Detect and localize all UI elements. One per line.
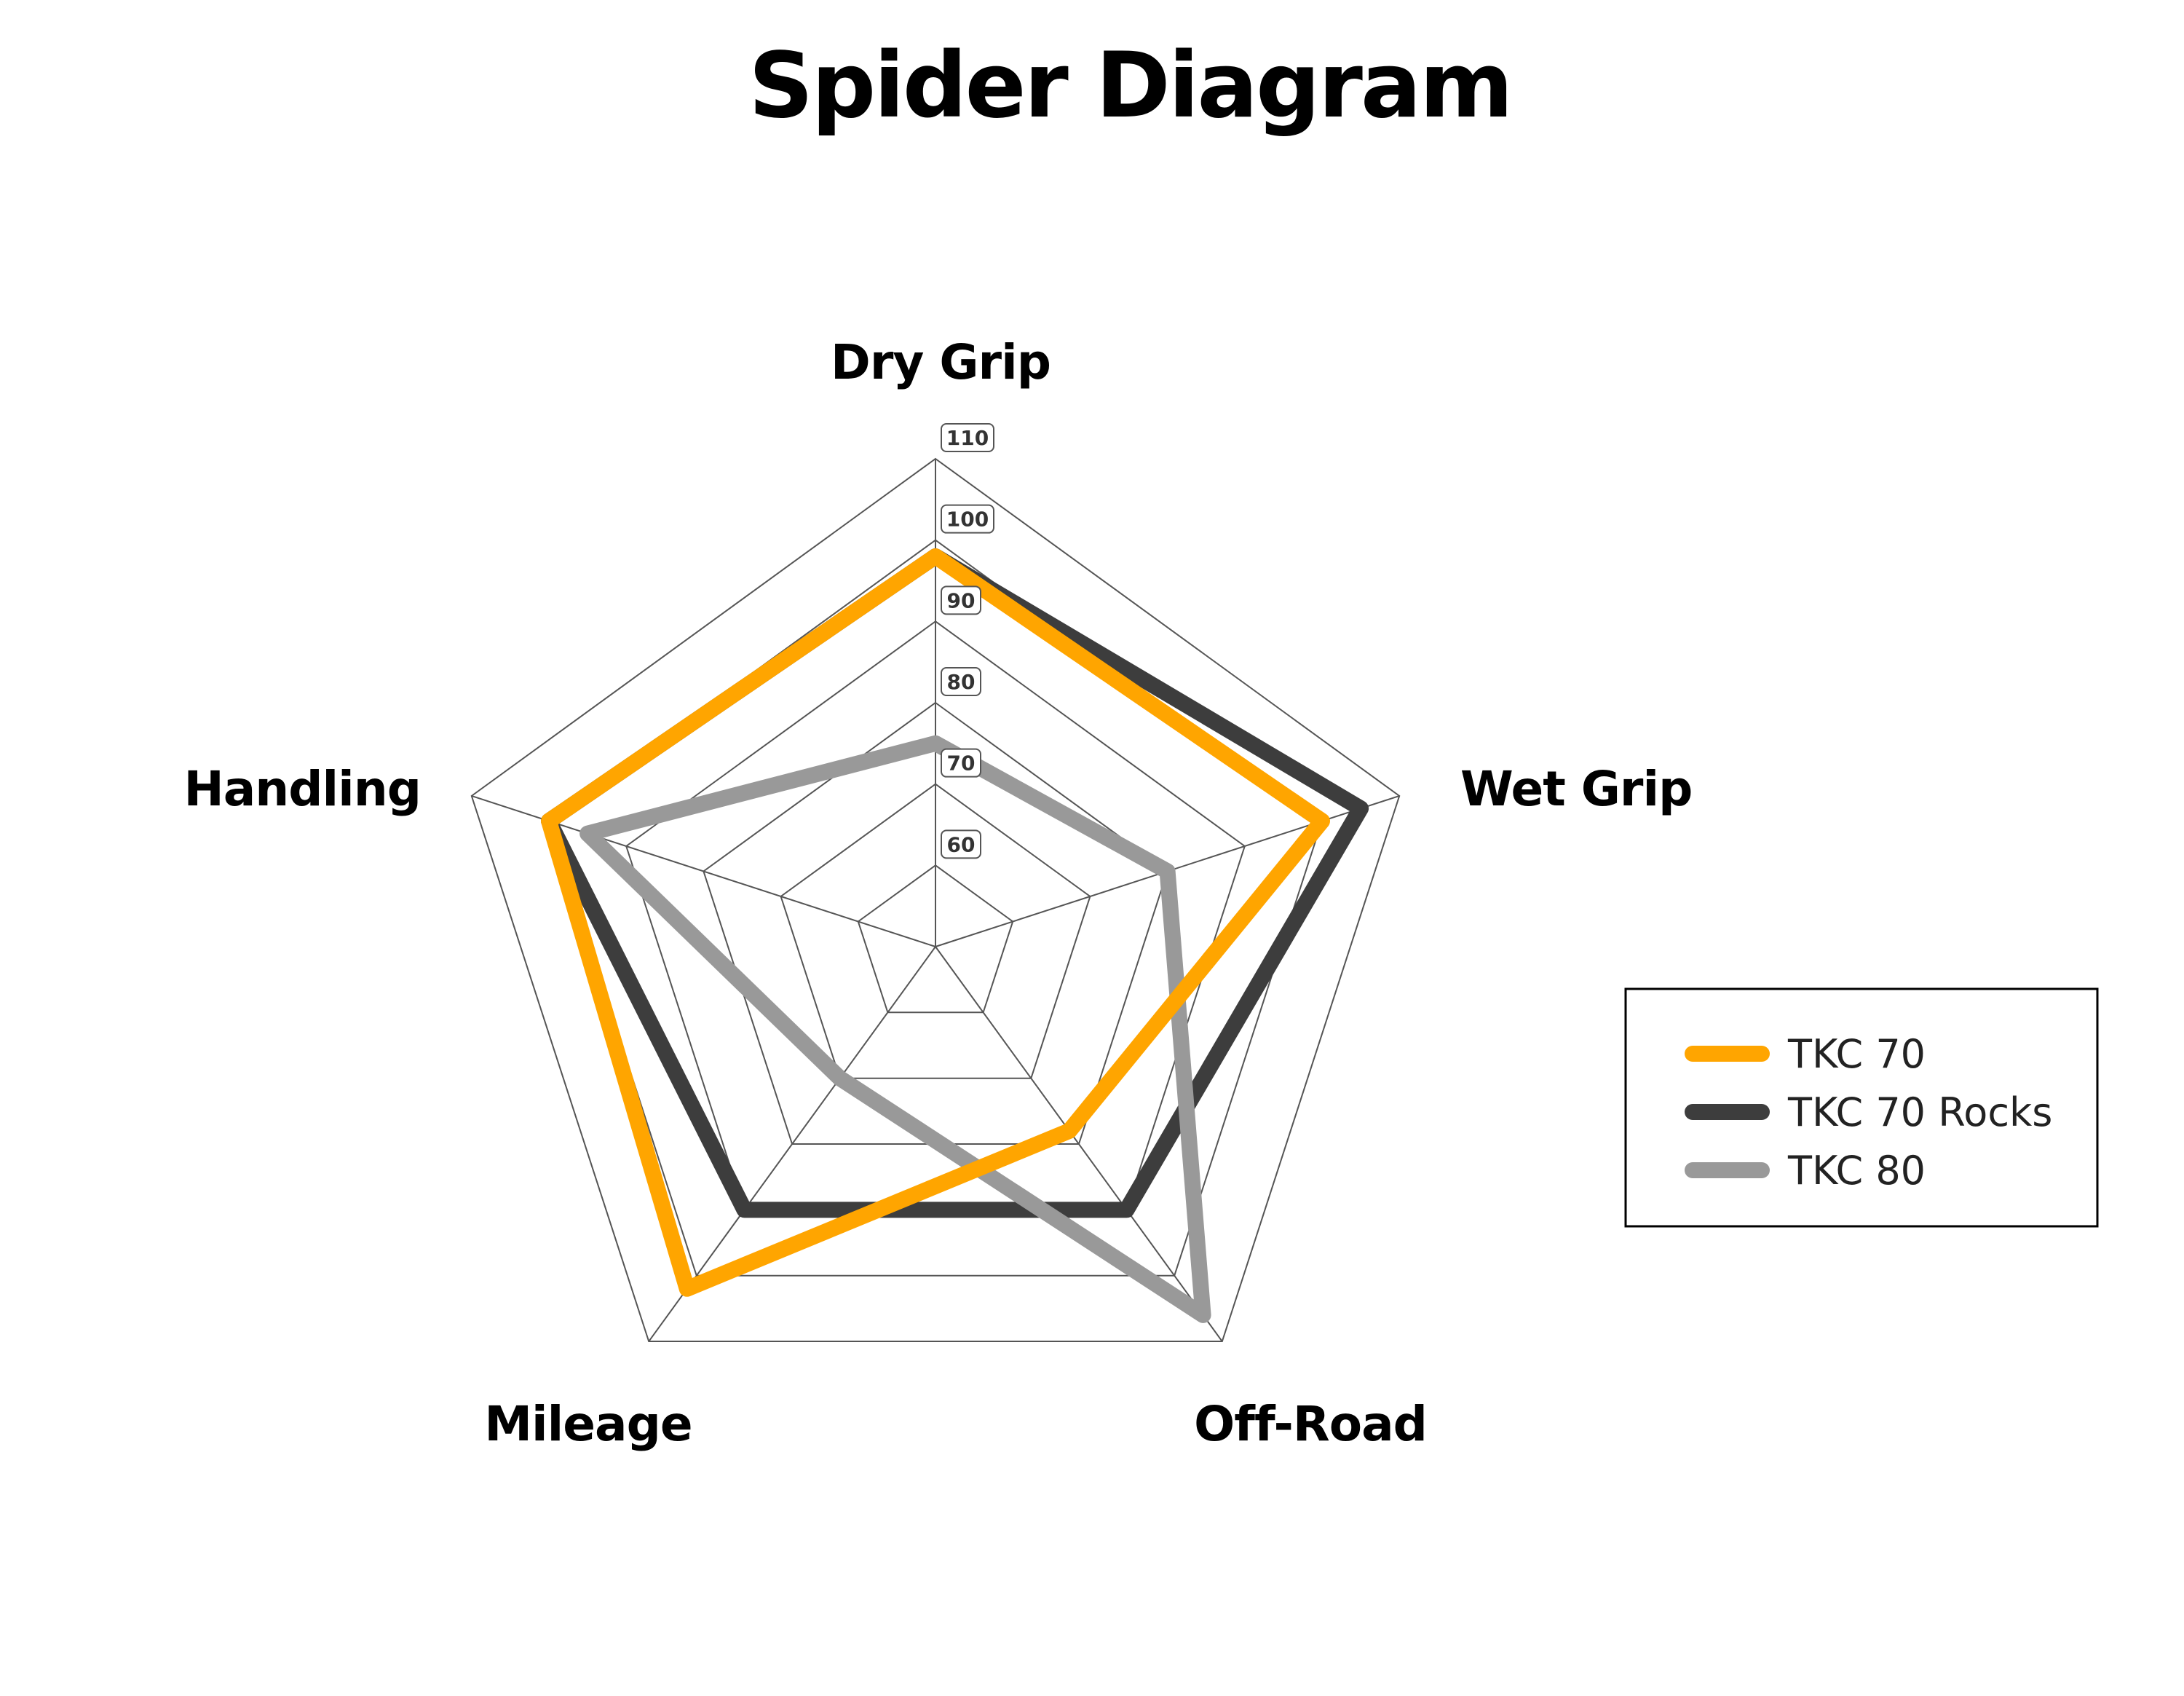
grid-ring-60 <box>857 864 1014 1014</box>
svg-text:110: 110 <box>946 426 989 450</box>
radar-tick-labels: 60 70 80 90 100 110 <box>941 423 994 859</box>
tick-label-90: 90 <box>941 585 981 615</box>
series-tkc-70-rocks <box>541 548 1369 1218</box>
spoke-off-road <box>935 946 1223 1342</box>
svg-text:80: 80 <box>947 670 976 694</box>
tick-label-80: 80 <box>941 667 981 696</box>
spoke-mileage <box>648 946 936 1342</box>
tick-label-110: 110 <box>941 423 994 452</box>
svg-text:TKC 70: TKC 70 <box>1787 1031 1926 1077</box>
radar-series <box>541 548 1369 1323</box>
series-tkc-80 <box>579 735 1211 1323</box>
tick-label-70: 70 <box>941 748 981 778</box>
svg-text:100: 100 <box>946 508 989 532</box>
series-tkc-70 <box>541 548 1330 1297</box>
legend-item-tkc-70: TKC 70 <box>1685 1031 1926 1077</box>
axis-label-handling: Handling <box>184 761 421 817</box>
axis-label-off-road: Off-Road <box>1194 1396 1427 1452</box>
legend-item-tkc-80: TKC 80 <box>1685 1148 1926 1194</box>
svg-text:90: 90 <box>947 588 976 612</box>
axis-label-wet-grip: Wet Grip <box>1460 761 1692 817</box>
axis-label-dry-grip: Dry Grip <box>831 334 1051 390</box>
grid-ring-110 <box>470 457 1401 1342</box>
chart-title: Spider Diagram <box>748 33 1511 138</box>
axis-label-mileage: Mileage <box>484 1396 692 1452</box>
grid-ring-70 <box>780 783 1091 1079</box>
svg-text:TKC 70 Rocks: TKC 70 Rocks <box>1787 1089 2052 1135</box>
legend-item-tkc-70-rocks: TKC 70 Rocks <box>1685 1089 2052 1135</box>
tick-label-100: 100 <box>941 504 994 534</box>
svg-text:TKC 80: TKC 80 <box>1787 1148 1926 1194</box>
tick-label-60: 60 <box>941 829 981 859</box>
svg-text:60: 60 <box>947 832 976 856</box>
spoke-handling <box>471 795 936 947</box>
svg-text:70: 70 <box>947 752 976 776</box>
